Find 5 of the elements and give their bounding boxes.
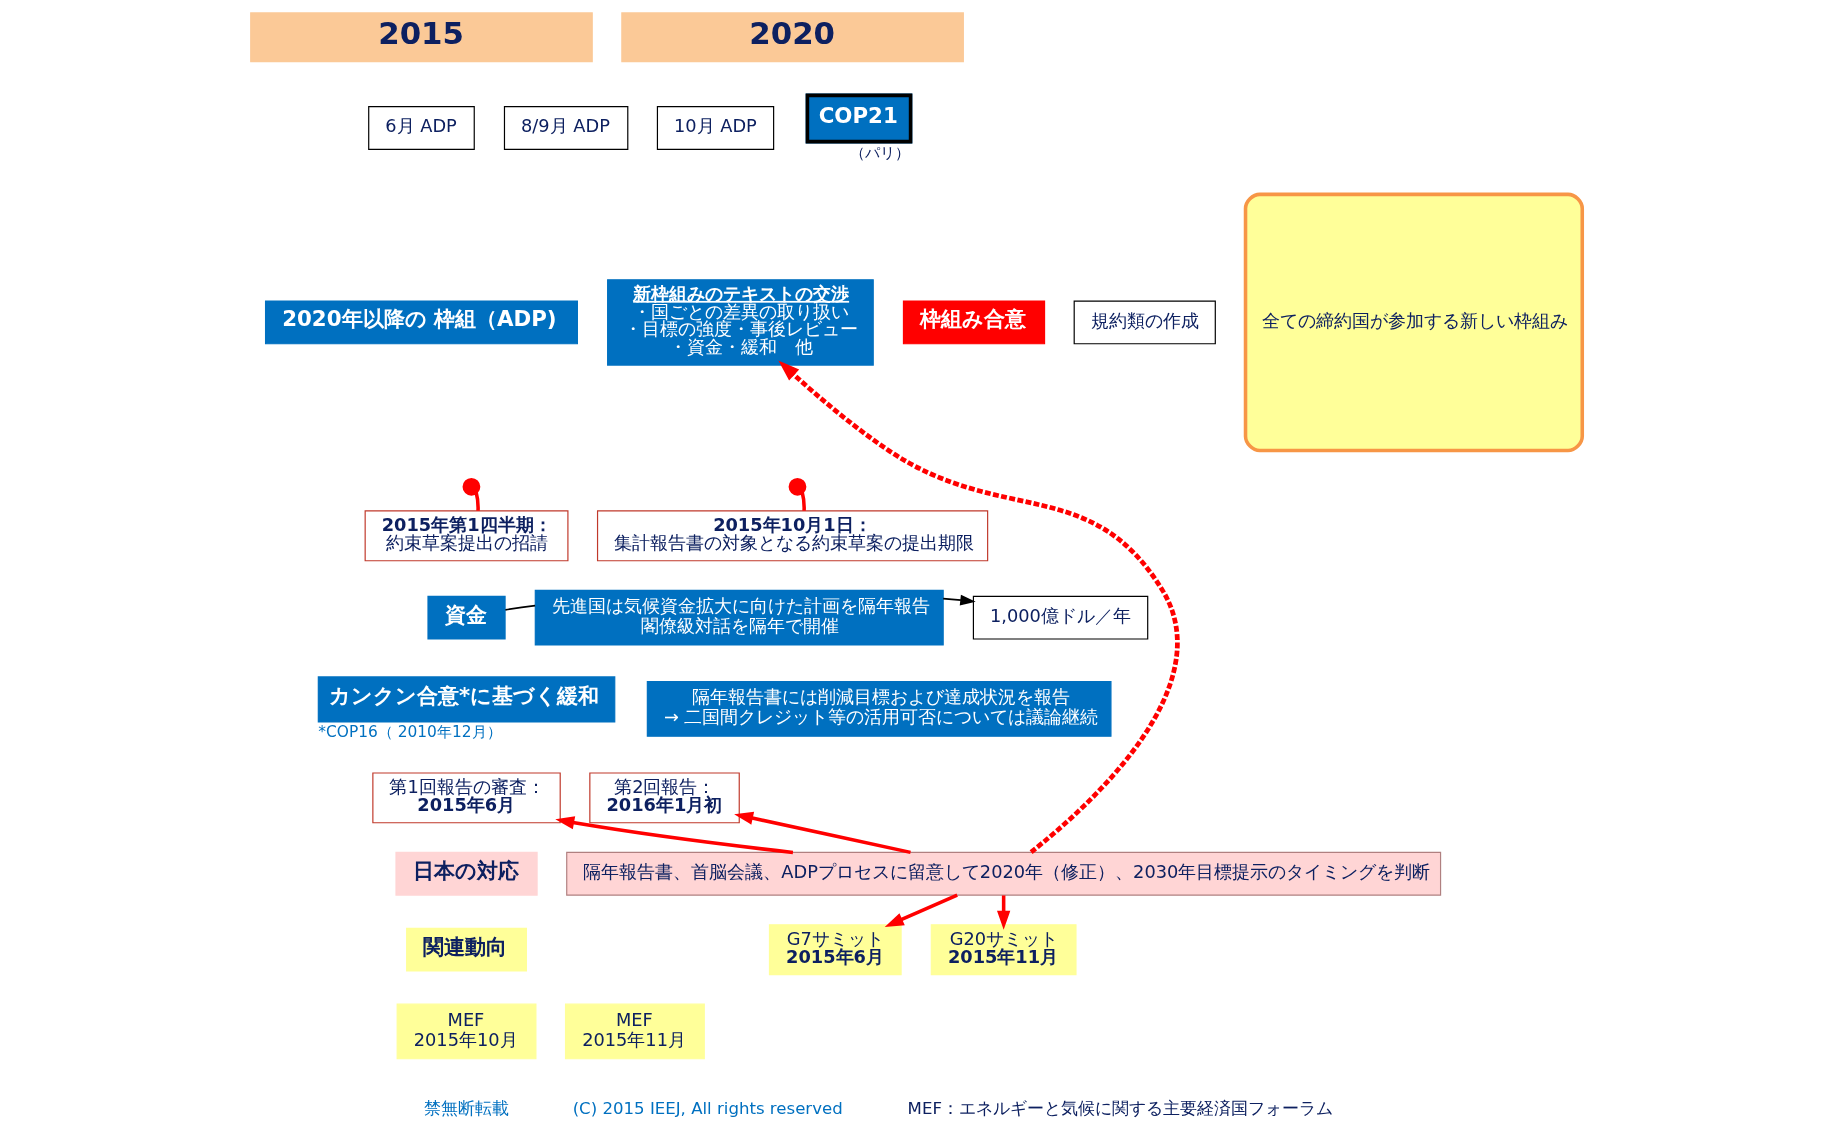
label: MEF：エネルギーと気候に関する主要経済国フォーラム [907, 1099, 1333, 1119]
label: (C) 2015 IEEJ, All rights reserved [572, 1099, 843, 1119]
node-label: *COP16（ 2010年12月） [318, 722, 502, 741]
label: 禁無断転載 [423, 1099, 509, 1119]
node-label: （パリ） [849, 144, 910, 163]
